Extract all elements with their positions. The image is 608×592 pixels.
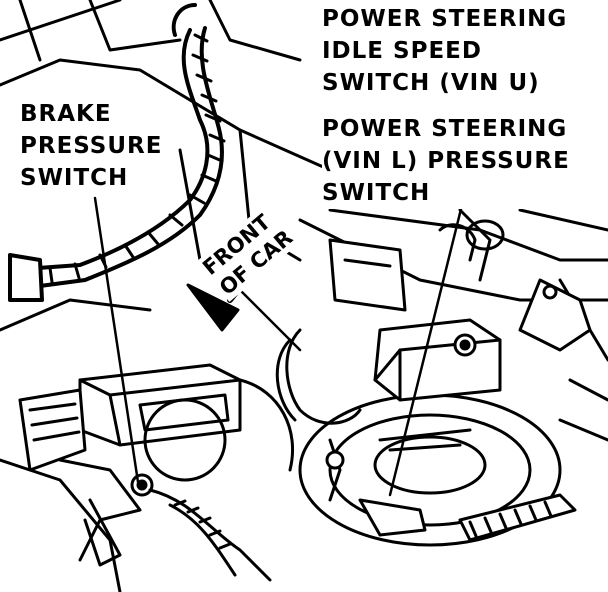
leader-lines — [93, 196, 464, 497]
ps-idle-label-line-2: IDLE SPEED — [322, 38, 482, 64]
brake-label-line-2: PRESSURE — [20, 133, 163, 159]
ps-pressure-label-line-1: POWER STEERING — [322, 116, 568, 142]
power-steering-pump — [275, 219, 608, 547]
ps-pressure-label-line-3: SWITCH — [322, 180, 431, 206]
ps-pressure-switch-leader — [388, 203, 464, 497]
brake-pressure-switch-label: BRAKE PRESSURE SWITCH — [20, 98, 163, 194]
brake-switch-leader — [93, 196, 140, 484]
ps-pressure-switch-label: POWER STEERING (VIN L) PRESSURE SWITCH — [322, 113, 570, 209]
ps-idle-label-line-1: POWER STEERING — [322, 6, 568, 32]
ps-idle-label-line-3: SWITCH (VIN U) — [322, 70, 540, 96]
ps-pressure-label-line-2: (VIN L) PRESSURE — [322, 148, 570, 174]
brake-label-line-1: BRAKE — [20, 101, 112, 127]
brake-label-line-3: SWITCH — [20, 165, 129, 191]
wiring-harness — [8, 3, 226, 302]
ps-idle-speed-switch-label: POWER STEERING IDLE SPEED SWITCH (VIN U) — [322, 3, 568, 99]
master-cylinder — [18, 363, 295, 582]
front-arrow-leader — [238, 288, 302, 352]
